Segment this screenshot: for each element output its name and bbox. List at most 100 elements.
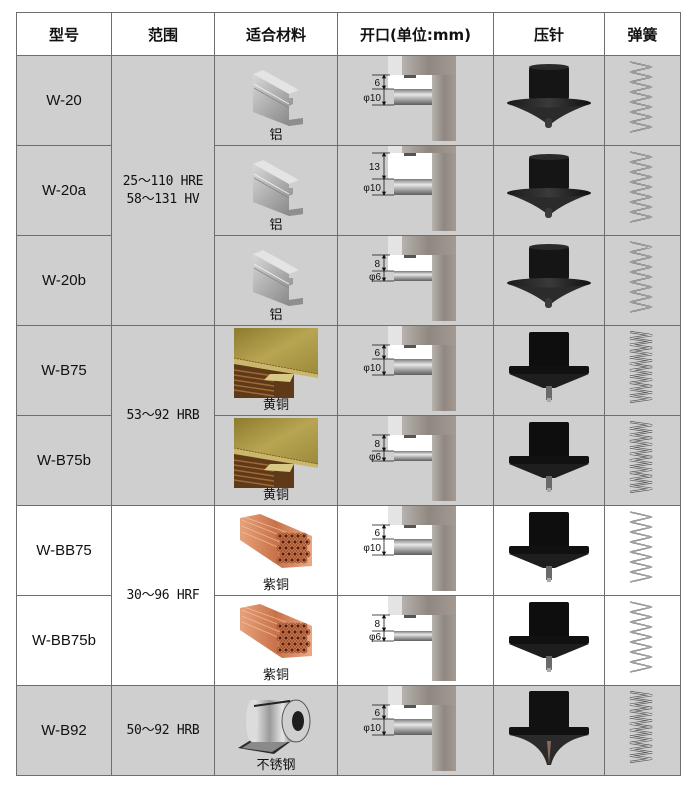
gap-dimension: 8 xyxy=(374,439,380,450)
pin-needle-icon xyxy=(507,330,591,411)
diameter-dimension: φ10 xyxy=(363,363,381,374)
opening-cell: 6 φ10 xyxy=(337,685,494,776)
spring-cell xyxy=(604,415,681,506)
material-label: 铝 xyxy=(269,218,283,233)
pin-short-tip-icon xyxy=(507,62,591,139)
opening-cell: 8 φ6 xyxy=(337,595,494,686)
hardness-range-cell: 53～92 HRB xyxy=(111,325,215,506)
pin-short-tip-icon xyxy=(507,152,591,229)
header-model: 型号 xyxy=(16,12,112,56)
table-row: W-BB75b 紫铜 8 φ6 xyxy=(16,595,681,686)
material-label: 黄铜 xyxy=(262,398,289,413)
spring-dense-icon xyxy=(628,418,658,503)
spring-cell xyxy=(604,505,681,596)
spring-loose-icon xyxy=(628,238,658,323)
gap-dimension: 6 xyxy=(374,348,380,359)
opening-cell: 8 φ6 xyxy=(337,415,494,506)
material-label: 紫铜 xyxy=(262,668,289,683)
spring-cell xyxy=(604,595,681,686)
opening-cell: 6 φ10 xyxy=(337,325,494,416)
table-row: W-20a 铝 13 φ xyxy=(16,145,681,236)
model-cell: W-B75 xyxy=(16,325,112,416)
fixture-opening-diagram-icon: 6 φ10 xyxy=(360,686,472,775)
material-cell: 铝 xyxy=(214,145,338,236)
gap-dimension: 6 xyxy=(374,528,380,539)
opening-cell: 6 φ10 xyxy=(337,55,494,146)
aluminum-profile-icon xyxy=(241,68,311,128)
diameter-dimension: φ6 xyxy=(368,272,380,283)
spring-loose-icon xyxy=(628,508,658,593)
material-label: 紫铜 xyxy=(262,578,289,593)
model-cell: W-20b xyxy=(16,235,112,326)
spring-loose-icon xyxy=(628,148,658,233)
model-cell: W-B75b xyxy=(16,415,112,506)
fixture-opening-diagram-icon: 6 φ10 xyxy=(360,326,472,415)
opening-cell: 13 φ10 xyxy=(337,145,494,236)
material-cell: 紫铜 xyxy=(214,505,338,596)
brass-sheet-icon xyxy=(234,418,318,488)
gap-dimension: 6 xyxy=(374,78,380,89)
table-row: W-20b 铝 8 φ6 xyxy=(16,235,681,326)
brass-sheet-icon xyxy=(234,328,318,398)
hardness-range-line: 25～110 HRE xyxy=(122,173,204,189)
pin-cell xyxy=(493,415,605,506)
gap-dimension: 13 xyxy=(368,162,380,173)
material-cell: 铝 xyxy=(214,235,338,326)
spring-cell xyxy=(604,685,681,776)
hardness-range-cell: 25～110 HRE 58～131 HV xyxy=(111,55,215,326)
opening-cell: 6 φ10 xyxy=(337,505,494,596)
fixture-opening-diagram-icon: 6 φ10 xyxy=(360,56,472,145)
aluminum-profile-icon xyxy=(241,248,311,308)
material-cell: 黄铜 xyxy=(214,325,338,416)
header-range: 范围 xyxy=(111,12,215,56)
diameter-dimension: φ10 xyxy=(363,723,381,734)
pin-short-tip-icon xyxy=(507,242,591,319)
pin-needle-icon xyxy=(507,600,591,681)
copper-tubes-icon xyxy=(236,604,316,668)
pin-cone-icon xyxy=(507,689,591,772)
pin-cell xyxy=(493,505,605,596)
model-cell: W-BB75b xyxy=(16,595,112,686)
material-cell: 紫铜 xyxy=(214,595,338,686)
spring-cell xyxy=(604,325,681,416)
pin-cell xyxy=(493,595,605,686)
pin-cell xyxy=(493,145,605,236)
material-cell: 不锈钢 xyxy=(214,685,338,776)
spring-dense-icon xyxy=(628,688,658,773)
hardness-range-line: 58～131 HV xyxy=(126,191,200,207)
opening-cell: 8 φ6 xyxy=(337,235,494,326)
model-cell: W-20a xyxy=(16,145,112,236)
aluminum-profile-icon xyxy=(241,158,311,218)
fixture-opening-diagram-icon: 8 φ6 xyxy=(360,416,472,505)
material-cell: 黄铜 xyxy=(214,415,338,506)
hardness-range-line: 50～92 HRB xyxy=(126,722,200,738)
pin-cell xyxy=(493,235,605,326)
steel-coil-icon xyxy=(234,692,318,758)
pin-needle-icon xyxy=(507,420,591,501)
pin-needle-icon xyxy=(507,510,591,591)
table-row: W-B75b 黄铜 xyxy=(16,415,681,506)
spring-loose-icon xyxy=(628,58,658,143)
model-cell: W-BB75 xyxy=(16,505,112,596)
header-row: 型号 范围 适合材料 开口(单位:mm) 压针 弹簧 xyxy=(16,12,681,56)
material-label: 铝 xyxy=(269,128,283,143)
gap-dimension: 8 xyxy=(374,619,380,630)
diameter-dimension: φ10 xyxy=(363,183,381,194)
gap-dimension: 6 xyxy=(374,708,380,719)
hardness-range-cell: 50～92 HRB xyxy=(111,685,215,776)
model-cell: W-20 xyxy=(16,55,112,146)
header-opening: 开口(单位:mm) xyxy=(337,12,494,56)
spring-loose-icon xyxy=(628,598,658,683)
material-cell: 铝 xyxy=(214,55,338,146)
fixture-opening-diagram-icon: 6 φ10 xyxy=(360,506,472,595)
spring-cell xyxy=(604,145,681,236)
fixture-opening-diagram-icon: 8 φ6 xyxy=(360,236,472,325)
fixture-opening-diagram-icon: 13 φ10 xyxy=(360,146,472,235)
pin-cell xyxy=(493,685,605,776)
spring-dense-icon xyxy=(628,328,658,413)
diameter-dimension: φ6 xyxy=(368,452,380,463)
